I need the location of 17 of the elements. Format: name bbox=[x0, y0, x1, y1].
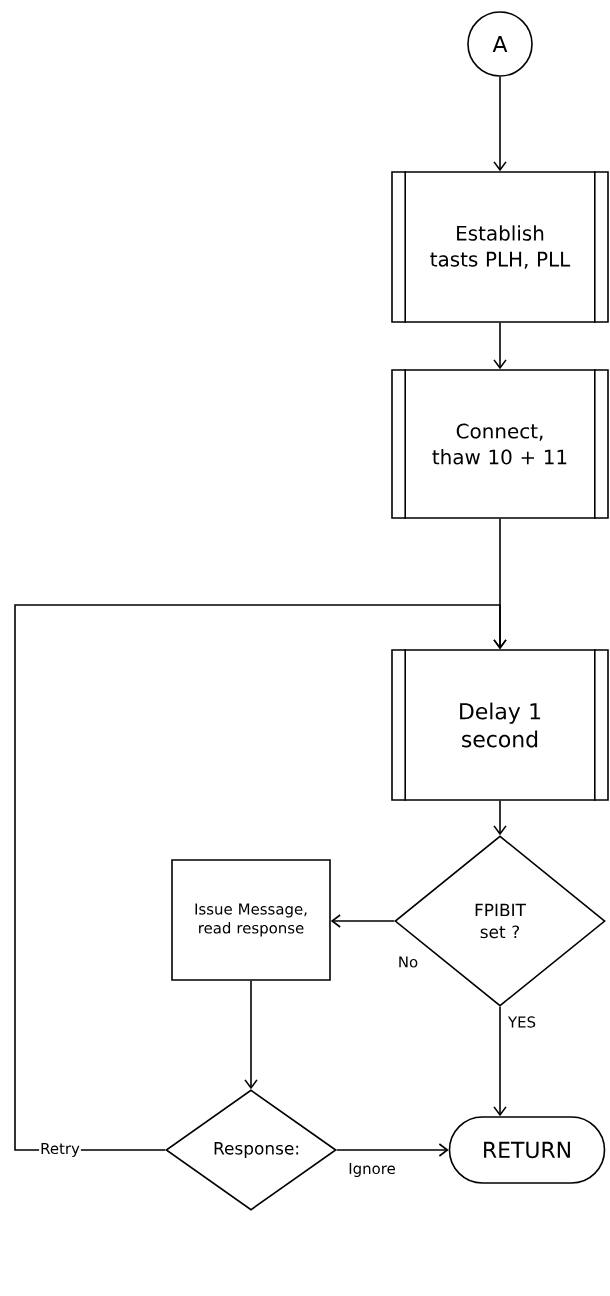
arrow bbox=[336, 1143, 449, 1157]
terminal-box: RETURN bbox=[448, 1116, 606, 1184]
edge-label: Ignore bbox=[347, 1162, 397, 1178]
arrow bbox=[493, 800, 507, 836]
edge-label: No bbox=[396, 955, 420, 969]
arrow bbox=[493, 76, 507, 172]
predefined-process-box: Delay 1 second bbox=[391, 648, 609, 802]
edge-label: YES bbox=[506, 1015, 537, 1029]
arrow bbox=[493, 322, 507, 370]
arrow bbox=[330, 914, 395, 928]
arrow bbox=[244, 980, 258, 1090]
predefined-process-box: Connect, thaw 10 + 11 bbox=[391, 368, 609, 520]
process-box: Issue Message, read response bbox=[171, 859, 331, 981]
predefined-process-box: Establish tasts PLH, PLL bbox=[391, 170, 609, 324]
arrow bbox=[493, 1006, 507, 1117]
edge-label: Retry bbox=[39, 1142, 81, 1158]
arrow bbox=[14, 604, 507, 1151]
